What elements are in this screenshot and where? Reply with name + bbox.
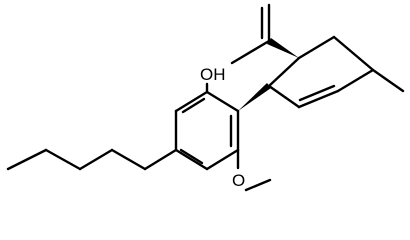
- ring-double-bond-inner-b: [179, 148, 204, 165]
- isopropenyl-group: [230, 3, 271, 65]
- molecule-drawing: OH O: [6, 3, 405, 192]
- stereo-wedge-bond-aryl: [238, 83, 271, 111]
- pentyl-bond-2: [110, 148, 147, 171]
- cyclohexene-bond-c6-c1: [267, 56, 301, 88]
- methoxy-oxygen-label: O: [232, 171, 245, 190]
- ring-bond-c4-c5: [174, 148, 209, 171]
- stereo-wedge-bond-isopropenyl: [267, 38, 299, 58]
- hydroxyl-label: OH: [200, 65, 226, 84]
- ring-bond-c1-c2: [205, 90, 240, 113]
- pentyl-bond-4: [44, 148, 82, 171]
- cyclohexene-bond-c4-c5: [332, 35, 375, 72]
- ring-methyl-bond: [371, 68, 405, 93]
- cyclohexene-bond-c2-c3: [297, 89, 340, 109]
- pentyl-bond-5: [6, 148, 48, 171]
- pentyl-bond-1: [143, 148, 178, 171]
- structure-svg: OH O: [6, 3, 405, 192]
- ring-bond-c3-c4: [205, 148, 240, 171]
- cyclohexene-ring: [267, 35, 375, 109]
- methoxy-bond-methyl: [244, 178, 272, 192]
- ring-bond-c6-c1: [174, 90, 209, 113]
- pentyl-bond-3: [78, 148, 114, 171]
- ring-double-bond-inner-c: [181, 97, 206, 114]
- cyclohexene-bond-c5-c6: [297, 35, 336, 60]
- cyclohexene-bond-c1-c2: [267, 84, 301, 109]
- cyclohexene-double-bond-inner: [298, 84, 336, 102]
- pentyl-chain: [6, 148, 178, 171]
- aromatic-ring: [174, 90, 240, 171]
- isopropenyl-methyl-bond: [230, 39, 271, 65]
- cyclohexene-bond-c3-c4: [336, 68, 375, 93]
